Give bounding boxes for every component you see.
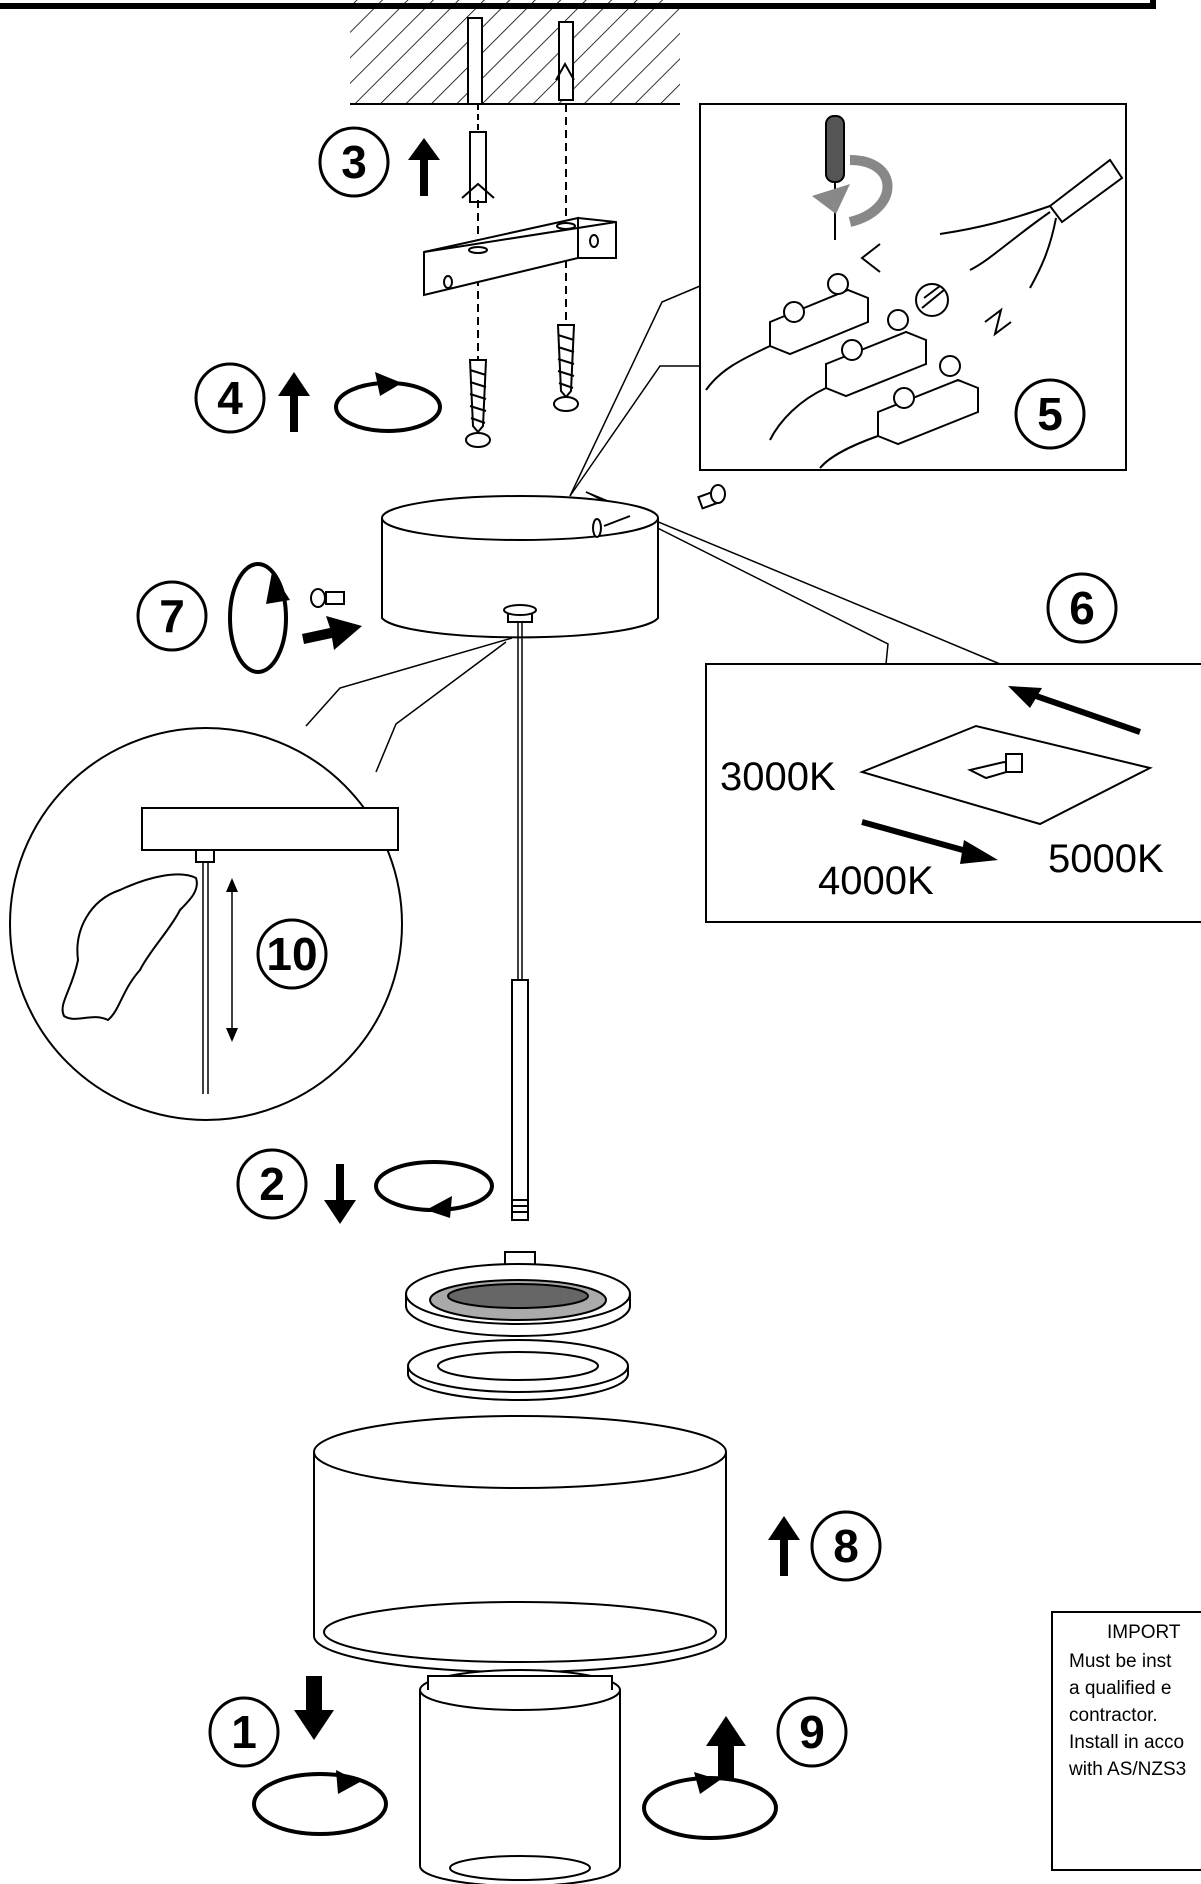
rotate-clockwise-icon (642, 1772, 778, 1840)
ceiling-canopy (381, 495, 659, 639)
notice-line: Must be inst (1069, 1651, 1172, 1672)
notice-line: a qualified e (1069, 1678, 1172, 1699)
suspension-cable (503, 604, 537, 1267)
step-2-circle (236, 1148, 308, 1220)
lamp-shade (313, 1415, 727, 1673)
arrow-push-right-icon (302, 616, 362, 650)
step-8-label: 8 (833, 1520, 859, 1572)
arrow-up-icon (768, 1516, 800, 1576)
notice-line: with AS/NZS3 (1069, 1759, 1187, 1780)
wood-screws (465, 324, 579, 448)
step-4-circle (194, 362, 266, 434)
arrow-up-icon (408, 138, 440, 196)
arrow-head-icon (960, 840, 998, 864)
step-9-circle (776, 1696, 848, 1768)
arrow-right-icon (861, 819, 971, 855)
trim-ring (407, 1339, 629, 1401)
step-3-circle (318, 126, 390, 198)
important-notice-box: IMPORT Must be inst a qualified e contra… (1051, 1611, 1201, 1871)
step-9-label: 9 (799, 1706, 825, 1758)
notice-line: contractor. (1069, 1705, 1158, 1726)
mains-cable (939, 158, 1124, 289)
cct-5000k-label: 5000K (1048, 837, 1164, 881)
screwdriver-icon (812, 115, 893, 240)
arrow-up-icon (706, 1716, 746, 1780)
mounting-bracket (423, 216, 617, 297)
terminal-block (705, 273, 979, 469)
step-2-label: 2 (259, 1158, 285, 1210)
notice-line: Install in acco (1069, 1732, 1185, 1753)
rotate-counterclockwise-icon (252, 1770, 388, 1836)
rotate-counterclockwise-icon (374, 1160, 494, 1218)
notice-heading: IMPORT (1107, 1622, 1181, 1643)
arrow-up-icon (278, 372, 310, 432)
arrow-head-icon (1008, 686, 1042, 708)
step-6-label: 6 (1069, 582, 1095, 634)
step-8-circle (810, 1510, 882, 1582)
step-5-circle (1014, 378, 1086, 450)
step-7-circle (136, 580, 208, 652)
step-4-label: 4 (217, 372, 243, 424)
arrow-left-icon (1035, 693, 1141, 735)
cct-3000k-label: 3000K (720, 755, 836, 799)
led-module (405, 1263, 631, 1337)
ceiling-hatch (350, 0, 680, 105)
step-10-circle (256, 918, 328, 990)
cct-switch-panel (858, 724, 1153, 826)
arrow-down-icon (294, 1676, 334, 1740)
cct-4000k-label: 4000K (818, 859, 934, 903)
step-10-label: 10 (266, 928, 317, 980)
detail-callout-lines (569, 285, 1001, 665)
step-6-circle (1046, 572, 1118, 644)
neutral-symbol-icon (984, 307, 1012, 337)
diffuser-cup (419, 1669, 621, 1884)
rotate-clockwise-icon (228, 562, 290, 674)
wall-plugs (461, 17, 575, 360)
height-adjust-detail (9, 637, 513, 1121)
live-symbol-icon (860, 243, 881, 273)
step-5-label: 5 (1037, 388, 1063, 440)
step-1-circle (208, 1696, 280, 1768)
step-7-label: 7 (159, 590, 185, 642)
step-1-label: 1 (231, 1706, 257, 1758)
side-screw-icon (310, 484, 726, 608)
arrow-down-icon (324, 1164, 356, 1224)
rotate-clockwise-icon (334, 372, 442, 433)
step-3-label: 3 (341, 136, 367, 188)
earth-symbol-icon (915, 283, 949, 317)
